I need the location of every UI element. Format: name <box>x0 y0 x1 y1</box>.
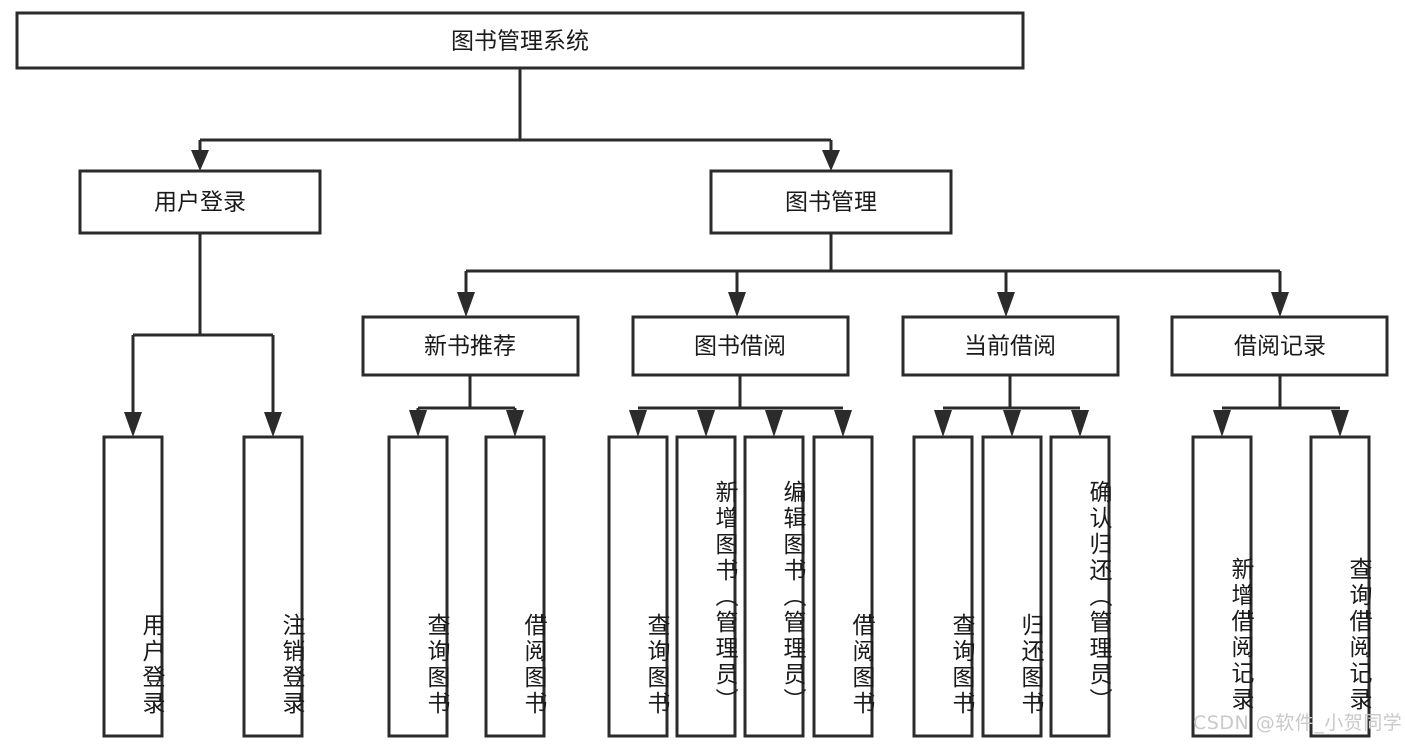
arrow-head-leaf-logout-login <box>264 412 282 437</box>
arrow-head-to-book-management <box>822 150 840 171</box>
connector-group-new-book-recommend <box>409 375 524 437</box>
connector-group-book-management <box>457 233 1289 317</box>
arrow-head-leaf-edit-book-admin <box>765 410 783 437</box>
node-box-root[interactable] <box>15 11 1025 70</box>
connector-group-borrow-record <box>1213 375 1349 437</box>
node-box-borrow-record[interactable] <box>1170 315 1389 377</box>
arrow-head-leaf-query-book-borrow <box>629 410 647 437</box>
csdn-watermark: CSDN @软件_小贺同学 <box>1193 712 1403 734</box>
arrow-head-leaf-user-login <box>124 412 142 437</box>
node-box-book-borrow[interactable] <box>631 315 850 377</box>
node-box-leaf-add-book-admin[interactable] <box>675 435 737 738</box>
node-box-current-borrow[interactable] <box>901 315 1120 377</box>
arrow-head-leaf-add-borrow-record <box>1213 410 1231 437</box>
arrow-head-leaf-add-book-admin <box>697 410 715 437</box>
node-box-leaf-query-borrow-record[interactable] <box>1309 435 1371 738</box>
node-box-new-book-recommend[interactable] <box>361 315 580 377</box>
node-box-leaf-borrow-book[interactable] <box>812 435 874 738</box>
node-box-leaf-user-login[interactable] <box>102 435 164 738</box>
node-box-leaf-return-book[interactable] <box>981 435 1043 738</box>
node-box-leaf-query-book-current[interactable] <box>912 435 974 738</box>
connector-group-book-borrow <box>629 375 852 437</box>
arrow-head-leaf-borrow-book <box>834 410 852 437</box>
connector-group-user-login <box>124 233 282 437</box>
node-box-leaf-add-borrow-record[interactable] <box>1191 435 1253 738</box>
arrow-head-current-borrow <box>997 292 1015 317</box>
arrow-head-leaf-confirm-return-admin <box>1071 410 1089 437</box>
node-label-current-borrow: 当前借阅 <box>964 334 1056 360</box>
node-box-leaf-logout-login[interactable] <box>242 435 304 738</box>
node-box-leaf-confirm-return-admin[interactable] <box>1049 435 1111 738</box>
arrow-head-leaf-query-borrow-record <box>1331 410 1349 437</box>
node-box-leaf-query-book-borrow[interactable] <box>607 435 669 738</box>
node-label-root: 图书管理系统 <box>451 29 589 55</box>
node-label-new-book-recommend: 新书推荐 <box>424 334 516 360</box>
connector-group-current-borrow <box>934 375 1089 437</box>
node-label-book-borrow: 图书借阅 <box>694 334 786 360</box>
arrow-head-borrow-record <box>1271 292 1289 317</box>
node-box-leaf-borrow-book-rec[interactable] <box>484 435 546 738</box>
arrow-head-leaf-query-book-current <box>934 410 952 437</box>
arrow-head-leaf-return-book <box>1003 410 1021 437</box>
arrow-head-leaf-query-book-rec <box>409 410 427 437</box>
node-label-user-login: 用户登录 <box>154 190 246 216</box>
node-box-leaf-edit-book-admin[interactable] <box>743 435 805 738</box>
arrow-head-book-borrow <box>728 292 746 317</box>
node-box-leaf-query-book-rec[interactable] <box>387 435 449 738</box>
node-label-borrow-record: 借阅记录 <box>1234 334 1326 360</box>
node-box-book-management[interactable] <box>709 169 953 235</box>
arrow-head-to-user-login <box>191 150 209 171</box>
node-label-book-management: 图书管理 <box>785 190 877 216</box>
arrow-head-new-book-recommend <box>457 292 475 317</box>
connector-group-root <box>191 68 840 171</box>
node-box-user-login[interactable] <box>78 169 322 235</box>
arrow-head-leaf-borrow-book-rec <box>506 410 524 437</box>
